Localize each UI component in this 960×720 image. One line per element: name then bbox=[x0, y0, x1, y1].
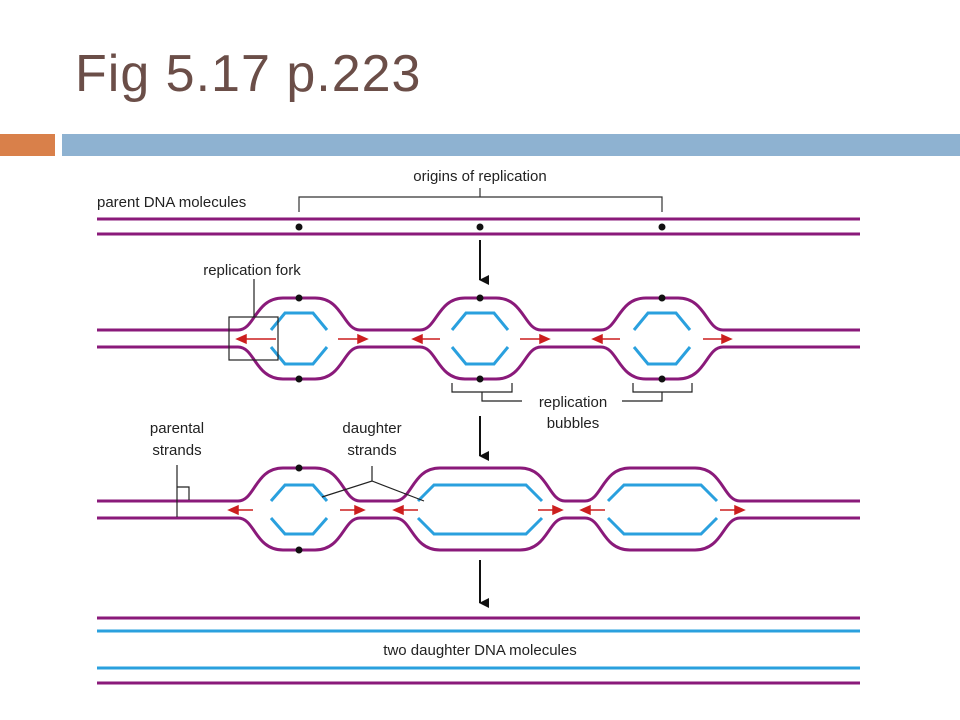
daughter-strands-label: strands bbox=[347, 442, 396, 459]
accent-bar-blue bbox=[62, 134, 960, 156]
daughter-strands-label: daughter bbox=[342, 420, 401, 437]
origin-dot bbox=[295, 375, 303, 383]
origins-of-replication-label: origins of replication bbox=[413, 168, 546, 185]
daughter-strand bbox=[450, 346, 510, 366]
daughter-strand bbox=[269, 346, 329, 366]
origin-dot bbox=[658, 223, 666, 231]
bubble-bracket bbox=[622, 383, 693, 402]
replication-bubbles-label: bubbles bbox=[547, 415, 600, 432]
parental-strands-label: strands bbox=[152, 442, 201, 459]
slide-title: Fig 5.17 p.223 bbox=[75, 45, 422, 103]
fork-arrows bbox=[235, 333, 733, 345]
daughter-strands-leader bbox=[321, 466, 425, 502]
daughter-strand bbox=[269, 517, 329, 536]
parent-dna-stage: origins of replication parent DNA molecu… bbox=[97, 168, 860, 236]
origin-dot bbox=[476, 375, 484, 383]
parental-strands-leader bbox=[176, 465, 190, 517]
parental-strand bbox=[97, 516, 860, 552]
daughter-strand bbox=[606, 483, 719, 503]
dna-replication-diagram: origins of replication parent DNA molecu… bbox=[97, 168, 860, 685]
origin-dot bbox=[476, 223, 484, 231]
daughter-strand bbox=[416, 516, 544, 536]
origin-dot bbox=[658, 294, 666, 302]
daughter-strand bbox=[606, 516, 719, 536]
replication-bubbles-label: replication bbox=[539, 394, 607, 411]
fork-arrows bbox=[227, 504, 746, 516]
origin-dot bbox=[658, 375, 666, 383]
daughter-strand bbox=[269, 483, 329, 502]
daughter-molecules-stage: two daughter DNA molecules bbox=[97, 616, 860, 685]
origin-dot bbox=[295, 464, 303, 472]
origins-bracket bbox=[298, 188, 663, 212]
daughter-strand bbox=[450, 311, 510, 331]
replication-fork-label: replication fork bbox=[203, 262, 301, 279]
origin-dot bbox=[476, 294, 484, 302]
origin-dot bbox=[295, 546, 303, 554]
daughter-strand bbox=[632, 311, 692, 331]
daughter-strand bbox=[632, 346, 692, 366]
parental-strand bbox=[97, 466, 860, 503]
merging-stage: parental strands daughter strands bbox=[97, 420, 860, 554]
origin-dot bbox=[295, 294, 303, 302]
two-daughter-dna-label: two daughter DNA molecules bbox=[383, 642, 576, 659]
bubble-bracket bbox=[451, 383, 522, 402]
parent-dna-molecules-label: parent DNA molecules bbox=[97, 194, 246, 211]
bubbles-stage: replication fork replication bubbles bbox=[97, 262, 860, 432]
daughter-strand bbox=[416, 483, 544, 503]
origin-dot bbox=[295, 223, 303, 231]
accent-bar-orange bbox=[0, 134, 55, 156]
parental-strands-label: parental bbox=[150, 420, 204, 437]
daughter-strand bbox=[269, 311, 329, 331]
